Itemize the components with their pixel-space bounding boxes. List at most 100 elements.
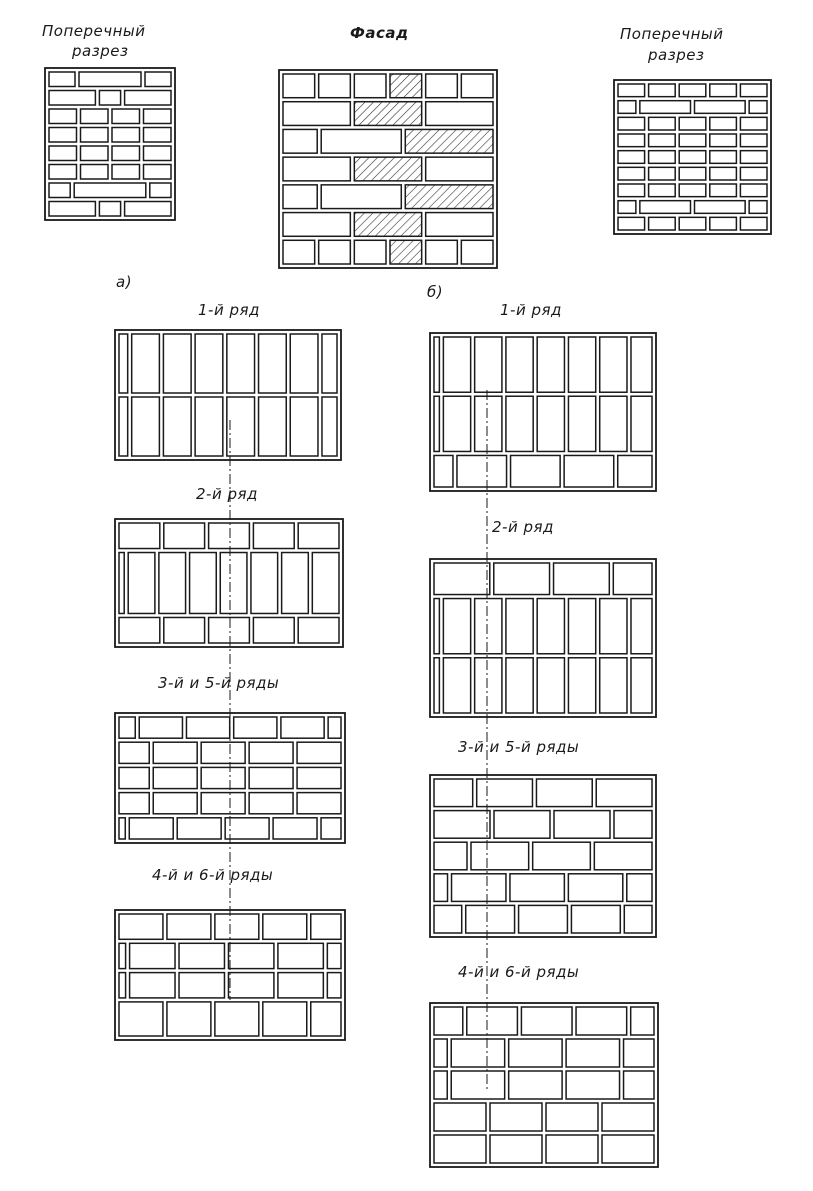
a-row35-panel-brick (152, 766, 198, 790)
facade-brick (282, 239, 316, 265)
section-right-brick (709, 183, 738, 198)
section-right-brick (617, 183, 646, 198)
b-row35-panel-brick (570, 904, 622, 934)
b-row2-panel-brick (473, 657, 503, 714)
b-row1-panel-brick (598, 336, 628, 393)
b-row1-panel-brick (616, 454, 653, 488)
section-right-brick (709, 83, 738, 98)
a-row1-panel-brick (162, 333, 192, 394)
facade-brick (282, 100, 352, 127)
a-row1-panel-brick (118, 396, 129, 457)
section-right-brick (748, 99, 768, 115)
a-row35-panel-brick (248, 791, 294, 815)
facade-brick (353, 239, 387, 265)
a-row46-panel-brick (214, 1001, 260, 1037)
section-left-frame (44, 67, 176, 221)
a-row46-panel-brick (227, 971, 275, 999)
a-row1-panel-brick (118, 333, 129, 394)
a-row46-panel-brick (118, 1001, 164, 1037)
section-left-brick (111, 108, 141, 125)
a-row2-panel-brick (118, 522, 161, 550)
section-right-brick (678, 166, 707, 181)
a-row1-panel-brick (226, 333, 256, 394)
section-left-brick (142, 163, 172, 180)
a-row46-panel-brick (178, 971, 226, 999)
section-left-title-line2: разрез (72, 42, 129, 60)
facade-brick (404, 128, 494, 154)
b-row35-label: 3-й и 5-й ряды (458, 738, 580, 756)
b-row2-panel-brick (536, 657, 566, 714)
section-left-brick (48, 182, 71, 199)
section-left-brick (78, 71, 142, 88)
b-row35-panel-brick (450, 873, 507, 903)
a-row46-panel-brick (326, 971, 342, 999)
a-row35-panel-brick (232, 716, 278, 739)
b-row2-panel-brick (598, 597, 628, 655)
a-row2-panel-brick (252, 522, 295, 550)
a-row46-panel-brick (166, 913, 212, 941)
a-row46-panel-brick (326, 942, 342, 970)
a-row35-panel-brick (118, 741, 150, 765)
a-row2-panel-brick (118, 616, 161, 644)
b-row46-panel-brick (433, 1102, 487, 1132)
a-row2-panel (114, 518, 344, 648)
facade-brick (353, 211, 423, 238)
facade-brick (353, 73, 387, 99)
a-row2-panel-brick (311, 551, 340, 615)
section-right-brick (647, 149, 676, 165)
section-right-brick (617, 216, 646, 231)
b-row35-panel-brick (470, 841, 530, 871)
b-row1-label: 1-й ряд (500, 301, 562, 319)
a-row46-panel-brick (118, 913, 164, 941)
section-right-brick (647, 133, 676, 148)
a-row1-panel-brick (289, 333, 319, 394)
b-row2-panel-brick (493, 562, 551, 596)
section-left-brick (111, 145, 141, 162)
a-row35-panel-brick (327, 716, 342, 739)
section-right (613, 79, 772, 235)
a-row35-panel-brick (248, 741, 294, 765)
facade-brick (424, 100, 494, 127)
b-row35-panel-brick (433, 809, 491, 839)
section-right-brick (709, 166, 738, 181)
facade-brick (460, 73, 494, 99)
facade-brick (282, 156, 352, 182)
a-row1-panel-brick (257, 333, 288, 394)
b-row1-panel-brick (536, 336, 566, 393)
section-left-brick (142, 126, 172, 143)
b-row46-panel-brick (433, 1134, 487, 1164)
b-row46-panel-brick (545, 1102, 599, 1132)
a-row35-panel-brick (280, 716, 325, 739)
a-row2-panel-brick (297, 522, 340, 550)
a-row46-panel-brick (178, 942, 226, 970)
facade-brick (389, 73, 423, 99)
b-row46-panel-brick (450, 1070, 506, 1100)
a-row2-label: 2-й ряд (196, 485, 258, 503)
a-row35-panel-brick (118, 766, 150, 790)
a-row1-panel-brick (162, 396, 192, 457)
a-row35-panel-brick (296, 791, 342, 815)
section-right-brick (739, 166, 768, 181)
a-row1-panel-brick (130, 333, 161, 394)
section-right-brick (739, 83, 768, 98)
section-left-brick (142, 145, 172, 162)
b-row2-panel-brick (552, 562, 611, 596)
b-row46-label: 4-й и 6-й ряды (458, 963, 580, 981)
b-row46-panel-brick (545, 1134, 599, 1164)
b-row2-panel-brick (630, 597, 653, 655)
section-right-brick (617, 149, 646, 165)
a-row2-panel-brick (252, 616, 295, 644)
a-row46-panel-brick (166, 1001, 212, 1037)
section-right-brick (617, 166, 646, 181)
section-left-brick (48, 89, 97, 106)
facade-title: Фасад (350, 24, 409, 42)
facade-brick (320, 128, 403, 154)
section-right-brick (739, 149, 768, 165)
b-row35-panel-brick (509, 873, 566, 903)
facade-brick (320, 184, 403, 210)
section-left-brick (111, 126, 141, 143)
a-row35-panel-brick (152, 791, 198, 815)
a-row1-panel-frame (114, 329, 342, 461)
section-left-brick (48, 145, 78, 162)
facade-brick (317, 73, 352, 99)
